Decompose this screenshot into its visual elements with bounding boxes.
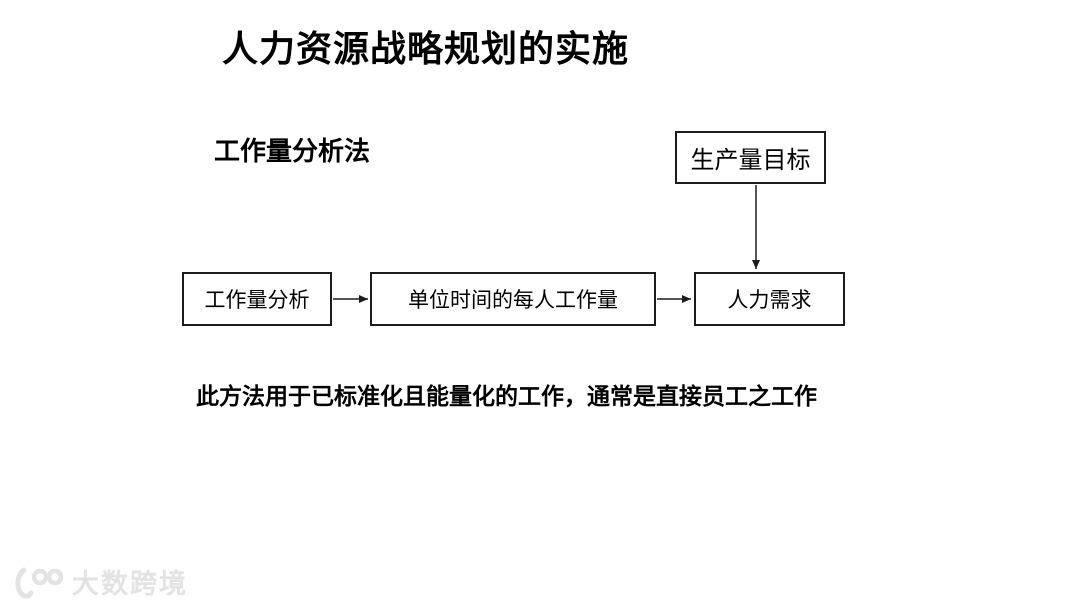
watermark: 大数跨境	[14, 564, 188, 604]
box-production-target: 生产量目标	[675, 131, 826, 184]
box-manpower-demand: 人力需求	[694, 272, 845, 326]
page-title: 人力资源战略规划的实施	[222, 28, 630, 69]
section-label: 工作量分析法	[214, 136, 371, 166]
brand-logo-icon	[15, 567, 64, 599]
note-text: 此方法用于已标准化且能量化的工作，通常是直接员工之工作	[196, 383, 817, 409]
brand-name: 大数跨境	[72, 568, 188, 599]
box-production-target-label: 生产量目标	[690, 147, 811, 174]
box-manpower-demand-label: 人力需求	[727, 289, 812, 312]
box-workload-analysis-label: 工作量分析	[204, 289, 310, 312]
box-per-person-workload: 单位时间的每人工作量	[370, 272, 656, 326]
box-workload-analysis: 工作量分析	[182, 272, 332, 326]
box-per-person-workload-label: 单位时间的每人工作量	[408, 289, 618, 312]
